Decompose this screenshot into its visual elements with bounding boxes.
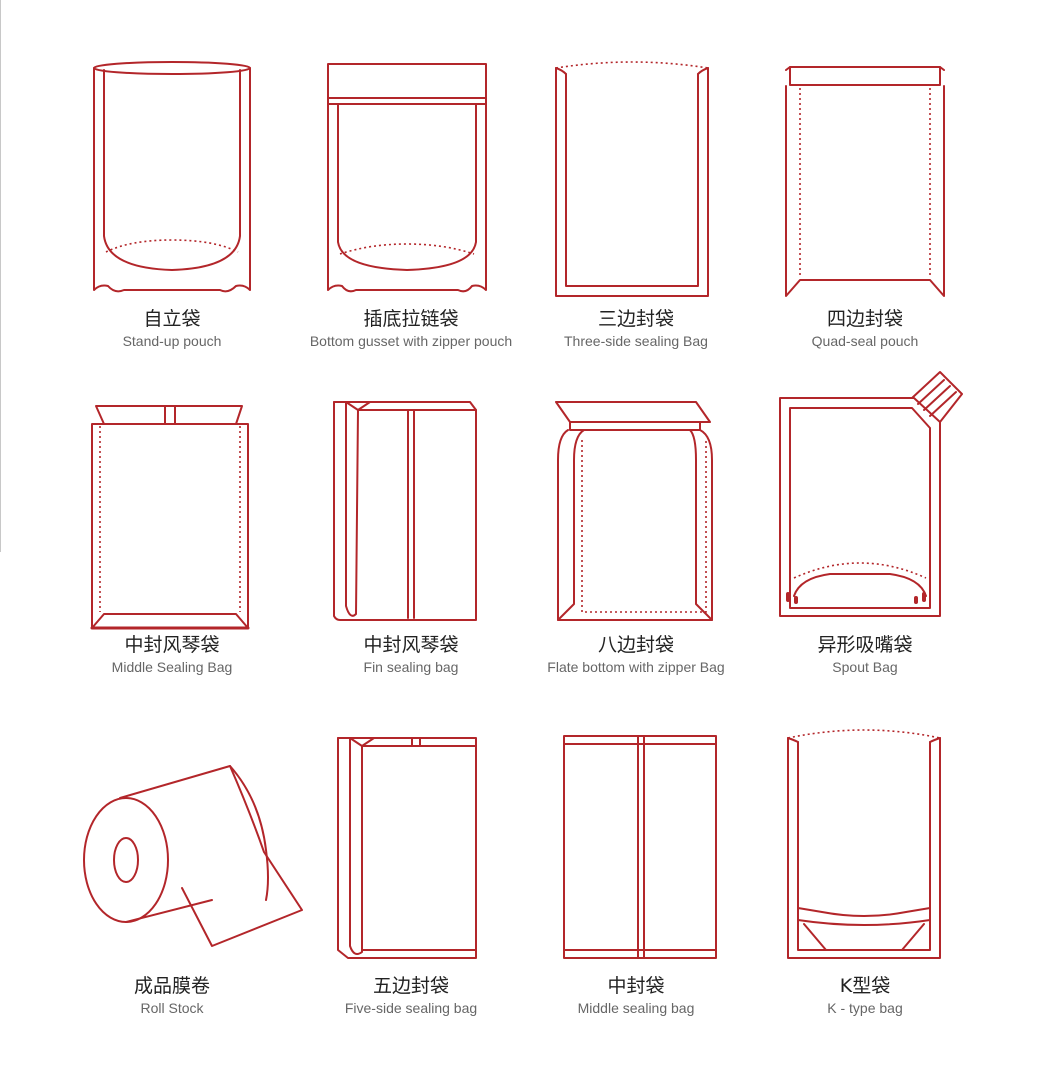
label-cn: 三边封袋	[597, 308, 674, 330]
five-side-sealing-bag-icon	[337, 737, 477, 959]
label-en: Roll Stock	[140, 1000, 204, 1016]
label-bottom-gusset-zipper-pouch: 插底拉链袋 Bottom gusset with zipper pouch	[291, 307, 531, 350]
k-type-bag-icon	[787, 729, 941, 959]
label-fin-sealing-bag: 中封风琴袋 Fin sealing bag	[291, 633, 531, 676]
label-cn: 插底拉链袋	[363, 308, 459, 330]
label-en: K - type bag	[827, 1000, 903, 1016]
label-en: Flate bottom with zipper Bag	[547, 659, 725, 675]
label-roll-stock: 成品膜卷 Roll Stock	[52, 974, 292, 1017]
label-cn: 成品膜卷	[133, 975, 210, 997]
label-en: Middle Sealing Bag	[111, 659, 233, 675]
label-quad-seal-pouch: 四边封袋 Quad-seal pouch	[745, 307, 985, 350]
label-en: Bottom gusset with zipper pouch	[309, 333, 513, 349]
label-k-type-bag: K型袋 K - type bag	[745, 974, 985, 1017]
flat-bottom-zipper-bag-icon	[555, 401, 713, 621]
label-en: Three-side sealing Bag	[564, 333, 708, 349]
label-cn: 自立袋	[143, 308, 201, 330]
label-stand-up-pouch: 自立袋 Stand-up pouch	[52, 307, 292, 350]
label-cn: 四边封袋	[826, 308, 903, 330]
left-edge-line	[0, 0, 1, 552]
label-cn: 中封袋	[607, 975, 665, 997]
label-cn: 中封风琴袋	[124, 634, 220, 656]
label-five-side-sealing-bag: 五边封袋 Five-side sealing bag	[291, 974, 531, 1017]
spout-bag-icon	[779, 371, 963, 617]
label-en: Quad-seal pouch	[811, 333, 919, 349]
label-cn: 八边封袋	[597, 634, 674, 656]
label-cn: K型袋	[839, 975, 891, 997]
label-en: Middle sealing bag	[577, 1000, 695, 1016]
label-cn: 异形吸嘴袋	[817, 634, 913, 656]
bottom-gusset-zipper-pouch-icon	[327, 63, 487, 293]
stand-up-pouch-icon	[93, 61, 251, 293]
label-en: Five-side sealing bag	[344, 1000, 478, 1016]
label-middle-sealing-bag: 中封袋 Middle sealing bag	[516, 974, 756, 1017]
label-spout-bag: 异形吸嘴袋 Spout Bag	[745, 633, 985, 676]
label-en: Fin sealing bag	[363, 659, 459, 675]
fin-sealing-bag-icon	[333, 401, 477, 621]
middle-sealing-gusset-bag-icon	[90, 405, 250, 630]
label-three-side-sealing-bag: 三边封袋 Three-side sealing Bag	[516, 307, 756, 350]
label-en: Stand-up pouch	[122, 333, 222, 349]
quad-seal-pouch-icon	[785, 66, 945, 297]
label-cn: 五边封袋	[372, 975, 449, 997]
middle-sealing-bag-icon	[563, 735, 717, 959]
label-flat-bottom-zipper-bag: 八边封袋 Flate bottom with zipper Bag	[516, 633, 756, 676]
three-side-sealing-bag-icon	[555, 61, 709, 297]
label-middle-sealing-gusset-bag: 中封风琴袋 Middle Sealing Bag	[52, 633, 292, 676]
label-en: Spout Bag	[832, 659, 898, 675]
label-cn: 中封风琴袋	[363, 634, 459, 656]
roll-stock-icon	[83, 765, 303, 947]
